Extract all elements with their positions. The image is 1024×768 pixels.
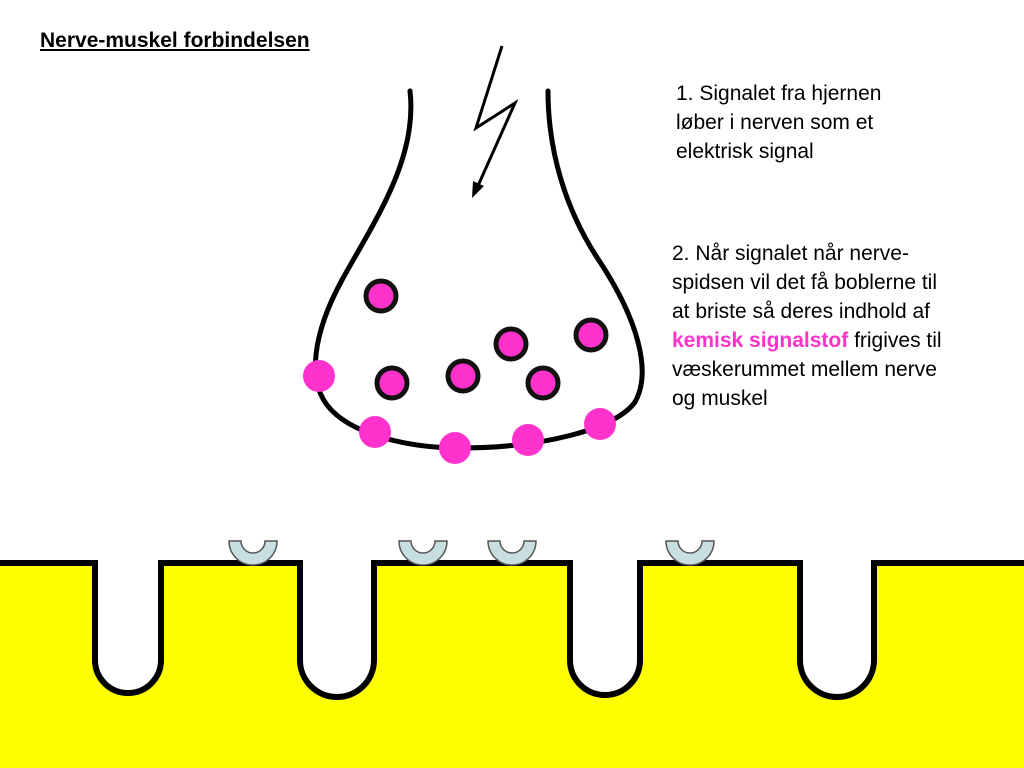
step-1-line-3: elektrisk signal [676,140,814,163]
fusing-vesicle [303,360,335,392]
step-1-text: 1. Signalet fra hjernen løber i nerven s… [676,79,976,166]
nerve-terminal [312,88,645,451]
step-2-line-6: og muskel [672,387,768,410]
lightning-arrow-icon [472,45,519,198]
receptor [665,540,715,566]
step-1-line-1: 1. Signalet fra hjernen [676,82,882,105]
vesicle [363,278,399,314]
step-2-line-3: at briste så deres indhold af [672,300,930,323]
vesicle [573,317,609,353]
step-1-line-2: løber i nerven som et [676,111,874,134]
fusing-vesicle [512,424,544,456]
step-2-line-1: 2. Når signalet når nerve- [672,242,909,265]
receptor [398,540,448,566]
vesicle [493,326,529,362]
fusing-vesicle [359,416,391,448]
vesicle [445,358,481,394]
vesicle [525,365,561,401]
receptor [228,540,278,566]
receptor [487,540,537,566]
step-2-after-highlight: frigives til [848,329,942,352]
chemical-signal-highlight: kemisk signalstof [672,329,849,352]
step-2-line-5: væskerummet mellem nerve [672,358,937,381]
fusing-vesicle [584,408,616,440]
step-2-line-2: spidsen vil det få boblerne til [672,271,937,294]
fusing-vesicles [303,360,616,464]
step-2-text: 2. Når signalet når nerve- spidsen vil d… [672,239,1012,413]
receptors [228,540,715,566]
muscle-tissue [0,563,1024,768]
page-title: Nerve-muskel forbindelsen [40,29,310,52]
vesicles [363,278,609,401]
fusing-vesicle [439,432,471,464]
vesicle [374,365,410,401]
muscle-membrane [0,560,1024,700]
